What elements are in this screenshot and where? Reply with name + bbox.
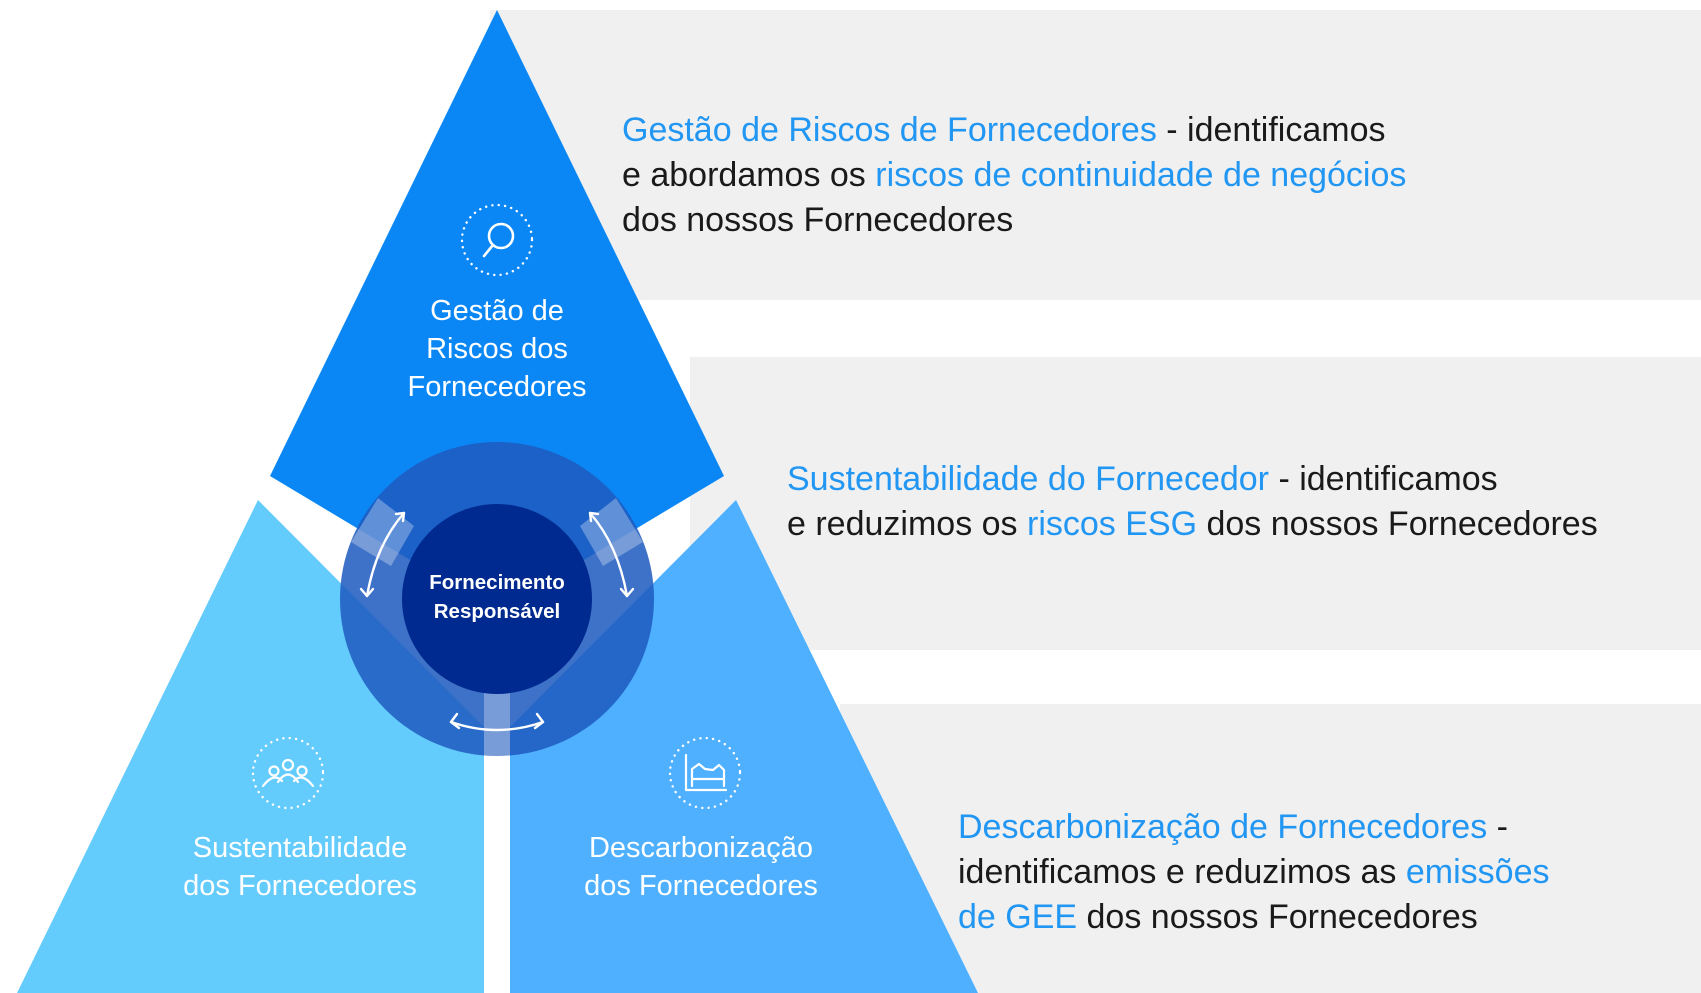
desc-1-line1-text: - identificamos xyxy=(1156,111,1386,149)
cycle-arrows-icon xyxy=(359,511,635,732)
desc-1-line2-text: e abordamos os xyxy=(622,156,876,194)
segment-label-decarbonization: Descarbonização dos Fornecedores xyxy=(551,829,851,905)
desc-3-title: Descarbonização de Fornecedores xyxy=(958,808,1488,846)
team-icon xyxy=(251,736,325,810)
desc-3-line3-highlight: de GEE xyxy=(958,898,1078,936)
description-supplier-sustainability: Sustentabilidade do Fornecedor - identif… xyxy=(787,457,1598,547)
desc-2-line1-text: - identificamos xyxy=(1269,460,1498,498)
ring-gap-highlights xyxy=(351,498,643,756)
segment-label-line: dos Fornecedores xyxy=(584,870,818,902)
segment-label-line: Gestão de xyxy=(430,295,564,327)
description-supplier-decarbonization: Descarbonização de Fornecedores - identi… xyxy=(958,805,1549,940)
center-label-responsible-sourcing: Fornecimento Responsável xyxy=(399,568,595,626)
center-core xyxy=(402,504,592,694)
desc-3-line3-text: dos nossos Fornecedores xyxy=(1077,898,1478,936)
desc-2-title: Sustentabilidade do Fornecedor xyxy=(787,460,1269,498)
segment-label-line: Fornecedores xyxy=(407,371,587,403)
segment-label-sustainability: Sustentabilidade dos Fornecedores xyxy=(150,829,450,905)
segment-label-line: dos Fornecedores xyxy=(183,870,417,902)
description-band-1 xyxy=(490,10,1701,300)
desc-3-line2-highlight: emissões xyxy=(1405,853,1550,891)
segment-label-line: Descarbonização xyxy=(588,832,814,864)
segment-label-risk-management: Gestão de Riscos dos Fornecedores xyxy=(347,292,647,406)
center-label-line: Fornecimento xyxy=(429,571,565,594)
segment-top xyxy=(270,10,724,612)
desc-1-line3-text: dos nossos Fornecedores xyxy=(622,201,1014,239)
description-band-2 xyxy=(690,357,1701,650)
desc-1-line2-highlight: riscos de continuidade de negócios xyxy=(875,156,1407,194)
description-supplier-risk-management: Gestão de Riscos de Fornecedores - ident… xyxy=(622,108,1406,243)
desc-2-line2-text: e reduzimos os xyxy=(787,505,1027,543)
segment-label-line: Riscos dos xyxy=(426,333,568,365)
desc-2-line2-text-after: dos nossos Fornecedores xyxy=(1197,505,1598,543)
search-icon xyxy=(460,203,534,277)
description-band-3 xyxy=(840,704,1701,993)
desc-3-line1-text: - xyxy=(1487,808,1508,846)
desc-3-line2-text: identificamos e reduzimos as xyxy=(958,853,1406,891)
desc-2-line2-highlight: riscos ESG xyxy=(1027,505,1198,543)
segment-label-line: Sustentabilidade xyxy=(192,832,408,864)
desc-1-title: Gestão de Riscos de Fornecedores xyxy=(622,111,1157,149)
center-label-line: Responsável xyxy=(433,600,561,623)
chart-icon xyxy=(668,736,742,810)
